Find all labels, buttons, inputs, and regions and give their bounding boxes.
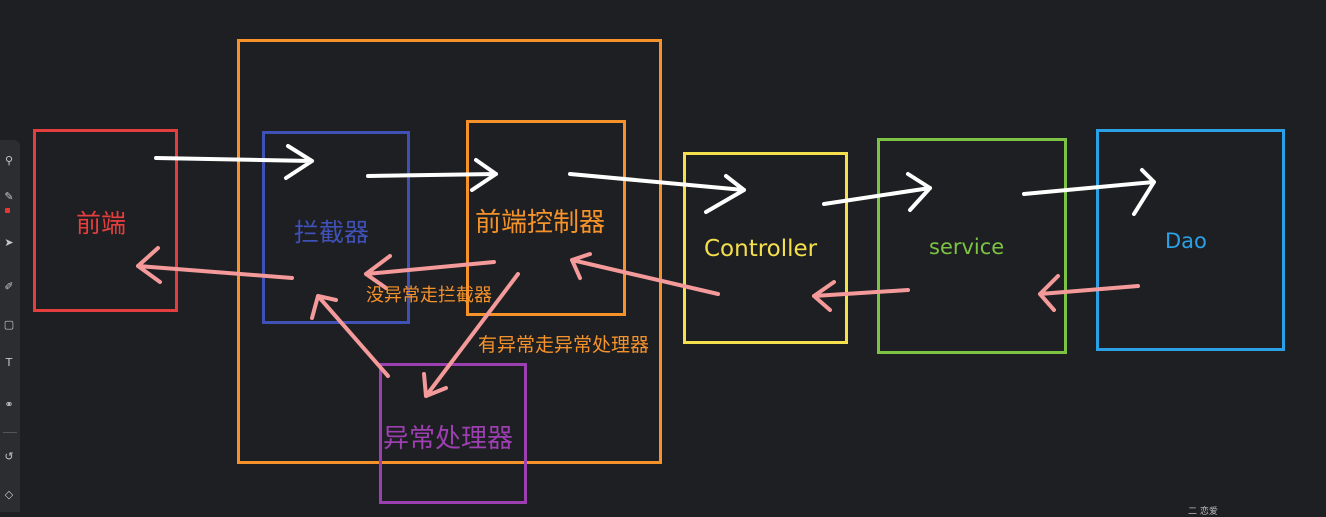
corner-status-text: 二 恋爱 [1188,507,1218,517]
arrow-interceptor-to-front-controller [366,158,498,192]
arrow-service-to-dao [1022,168,1156,216]
text-icon[interactable]: T [5,356,13,369]
frontend-label: 前端 [76,209,127,238]
outer-group-box [237,39,662,464]
arrow-interceptor-to-frontend [136,246,294,284]
dao-label: Dao [1165,229,1207,253]
service-label: service [929,235,1005,259]
arrow-dao-to-service [1038,274,1140,312]
pen-icon[interactable]: ✎ [4,190,14,203]
exception-handler-label: 异常处理器 [383,424,514,454]
controller-label: Controller [704,236,818,262]
service-box [877,138,1067,354]
no-exception-label: 没异常走拦截器 [366,285,492,306]
undo-icon[interactable]: ↺ [4,450,14,463]
with-exception-label: 有异常走异常处理器 [478,334,650,356]
dao-box [1096,129,1285,351]
rectangle-icon[interactable]: ▢ [3,318,15,331]
arrow-front-controller-to-interceptor [364,254,496,290]
link-icon[interactable]: ⚭ [4,398,14,411]
exception-handler-box [379,363,527,504]
drawing-toolbar: ⚲ ✎ ➤ ✐ ▢ T ⚭ ↺ ◇ [0,140,20,512]
interceptor-label: 拦截器 [294,218,370,247]
front-controller-label: 前端控制器 [475,208,606,238]
arrow-handler-to-interceptor [310,294,390,378]
color-indicator-icon [5,208,10,213]
toolbar-divider [3,432,17,433]
eraser-icon[interactable]: ◇ [4,488,14,501]
arrow-frontend-to-interceptor [154,144,314,180]
controller-box [683,152,848,344]
brush-icon[interactable]: ✐ [4,280,14,293]
arrow-service-to-controller [812,280,910,312]
interceptor-box [262,131,410,324]
arrow-controller-to-service [822,172,932,212]
arrow-controller-to-front-controller [570,252,720,296]
pin-icon[interactable]: ⚲ [4,154,14,167]
arrow-front-controller-to-handler [422,272,520,398]
pointer-icon[interactable]: ➤ [4,236,14,249]
front-controller-box [466,120,626,316]
frontend-box [33,129,178,312]
arrow-front-controller-to-controller [568,172,746,214]
